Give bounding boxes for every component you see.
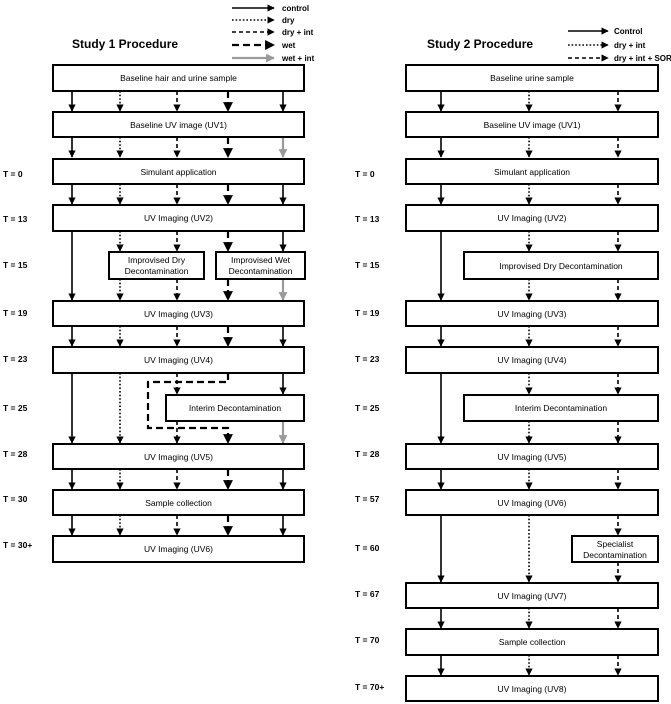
time-label: T = 15	[355, 260, 380, 270]
study2-box-uv5: UV Imaging (UV5)	[405, 443, 659, 470]
study1-box-uv5: UV Imaging (UV5)	[52, 443, 305, 470]
time-label: T = 60	[355, 543, 380, 553]
study2-time-labels: T = 0 T = 13 T = 15 T = 19 T = 23 T = 25…	[355, 169, 384, 692]
svg-text:Decontamination: Decontamination	[229, 266, 293, 276]
time-label: T = 28	[355, 449, 380, 459]
time-label: T = 25	[3, 403, 28, 413]
svg-text:UV Imaging (UV4): UV Imaging (UV4)	[144, 355, 213, 365]
svg-text:Sample collection: Sample collection	[145, 498, 212, 508]
time-label: T = 25	[355, 403, 380, 413]
svg-text:UV Imaging (UV7): UV Imaging (UV7)	[498, 591, 567, 601]
time-label: T = 23	[355, 354, 380, 364]
study1-box-uv4: UV Imaging (UV4)	[52, 346, 305, 374]
study2-box-uv6: UV Imaging (UV6)	[405, 489, 659, 516]
time-label: T = 57	[355, 494, 380, 504]
study2-box-uv1: Baseline UV image (UV1)	[405, 111, 659, 138]
legend-control-label: Control	[614, 27, 642, 36]
study2-box-uv3: UV Imaging (UV3)	[405, 300, 659, 327]
svg-text:Specialist: Specialist	[597, 539, 634, 549]
svg-text:Baseline urine sample: Baseline urine sample	[490, 73, 574, 83]
time-label: T = 23	[3, 354, 28, 364]
svg-text:Baseline UV image (UV1): Baseline UV image (UV1)	[484, 120, 581, 130]
svg-text:UV Imaging (UV5): UV Imaging (UV5)	[144, 452, 213, 462]
svg-text:Improvised Dry Decontamination: Improvised Dry Decontamination	[499, 261, 623, 271]
svg-text:UV Imaging (UV5): UV Imaging (UV5)	[498, 452, 567, 462]
time-label: T = 13	[355, 214, 380, 224]
study2-box-uv8: UV Imaging (UV8)	[405, 675, 659, 702]
study2-panel: Study 2 Procedure Control dry + int dry …	[355, 27, 671, 702]
svg-text:UV Imaging (UV4): UV Imaging (UV4)	[498, 355, 567, 365]
study2-box-uv7: UV Imaging (UV7)	[405, 582, 659, 609]
study1-box-uv1: Baseline UV image (UV1)	[52, 111, 305, 138]
study2-title: Study 2 Procedure	[427, 37, 533, 51]
study2-box-interim: Interim Decontamination	[463, 394, 659, 422]
study1-panel: Study 1 Procedure control dry dry + int …	[3, 4, 315, 563]
svg-text:UV Imaging (UV8): UV Imaging (UV8)	[498, 684, 567, 694]
study1-box-uv3: UV Imaging (UV3)	[52, 300, 305, 327]
study1-box-sample: Sample collection	[52, 489, 305, 516]
study1-box-interim: Interim Decontamination	[165, 394, 305, 422]
time-label: T = 28	[3, 449, 28, 459]
svg-text:Decontamination: Decontamination	[583, 550, 647, 560]
time-label: T = 30	[3, 494, 28, 504]
legend-dry-label: dry	[282, 16, 295, 25]
time-label: T = 70+	[355, 682, 384, 692]
study1-box-uv2: UV Imaging (UV2)	[52, 204, 305, 232]
time-label: T = 70	[355, 635, 380, 645]
svg-text:Improvised Wet: Improvised Wet	[231, 255, 291, 265]
svg-text:UV Imaging (UV2): UV Imaging (UV2)	[498, 213, 567, 223]
svg-text:Simulant application: Simulant application	[494, 167, 570, 177]
svg-text:Sample collection: Sample collection	[499, 637, 566, 647]
study2-box-sample: Sample collection	[405, 628, 659, 656]
study2-box-dry-decon: Improvised Dry Decontamination	[463, 251, 659, 280]
svg-text:Baseline UV image (UV1): Baseline UV image (UV1)	[130, 120, 227, 130]
svg-text:Interim Decontamination: Interim Decontamination	[189, 403, 281, 413]
study2-box-simulant: Simulant application	[405, 158, 659, 185]
study2-box-baseline: Baseline urine sample	[405, 64, 659, 92]
legend-dry-int-sor-label: dry + int + SOR	[614, 54, 671, 63]
study2-box-uv2: UV Imaging (UV2)	[405, 204, 659, 232]
study2-legend: Control dry + int dry + int + SOR	[568, 27, 671, 63]
svg-text:Baseline hair and urine sample: Baseline hair and urine sample	[120, 73, 237, 83]
study1-box-uv6: UV Imaging (UV6)	[52, 535, 305, 563]
time-label: T = 19	[355, 308, 380, 318]
study2-box-uv4: UV Imaging (UV4)	[405, 346, 659, 374]
svg-text:Improvised Dry: Improvised Dry	[128, 255, 186, 265]
study1-time-labels: T = 0 T = 13 T = 15 T = 19 T = 23 T = 25…	[3, 169, 32, 550]
svg-text:Interim Decontamination: Interim Decontamination	[515, 403, 607, 413]
legend-wet-label: wet	[281, 41, 296, 50]
legend-dry-int-label: dry + int	[282, 28, 314, 37]
svg-text:UV Imaging (UV2): UV Imaging (UV2)	[144, 213, 213, 223]
svg-text:UV Imaging (UV3): UV Imaging (UV3)	[498, 309, 567, 319]
time-label: T = 13	[3, 214, 28, 224]
svg-text:UV Imaging (UV6): UV Imaging (UV6)	[144, 544, 213, 554]
study1-title: Study 1 Procedure	[72, 37, 178, 51]
study1-box-dry-decon: Improvised Dry Decontamination	[108, 251, 205, 280]
time-label: T = 30+	[3, 540, 32, 550]
svg-text:Simulant application: Simulant application	[140, 167, 216, 177]
study1-box-baseline: Baseline hair and urine sample	[52, 64, 305, 92]
legend-control-label: control	[282, 4, 309, 13]
time-label: T = 19	[3, 308, 28, 318]
time-label: T = 67	[355, 589, 380, 599]
svg-text:UV Imaging (UV3): UV Imaging (UV3)	[144, 309, 213, 319]
svg-text:Decontamination: Decontamination	[125, 266, 189, 276]
study1-legend: control dry dry + int wet wet + int	[232, 4, 315, 63]
time-label: T = 15	[3, 260, 28, 270]
study1-box-wet-decon: Improvised Wet Decontamination	[215, 251, 306, 280]
study1-arrows	[68, 91, 288, 536]
legend-dry-int-label: dry + int	[614, 41, 646, 50]
study2-arrows	[437, 91, 622, 676]
svg-text:UV Imaging (UV6): UV Imaging (UV6)	[498, 498, 567, 508]
study2-box-specialist: Specialist Decontamination	[571, 535, 659, 563]
time-label: T = 0	[3, 169, 23, 179]
legend-wet-int-label: wet + int	[281, 54, 315, 63]
study1-box-simulant: Simulant application	[52, 158, 305, 185]
time-label: T = 0	[355, 169, 375, 179]
